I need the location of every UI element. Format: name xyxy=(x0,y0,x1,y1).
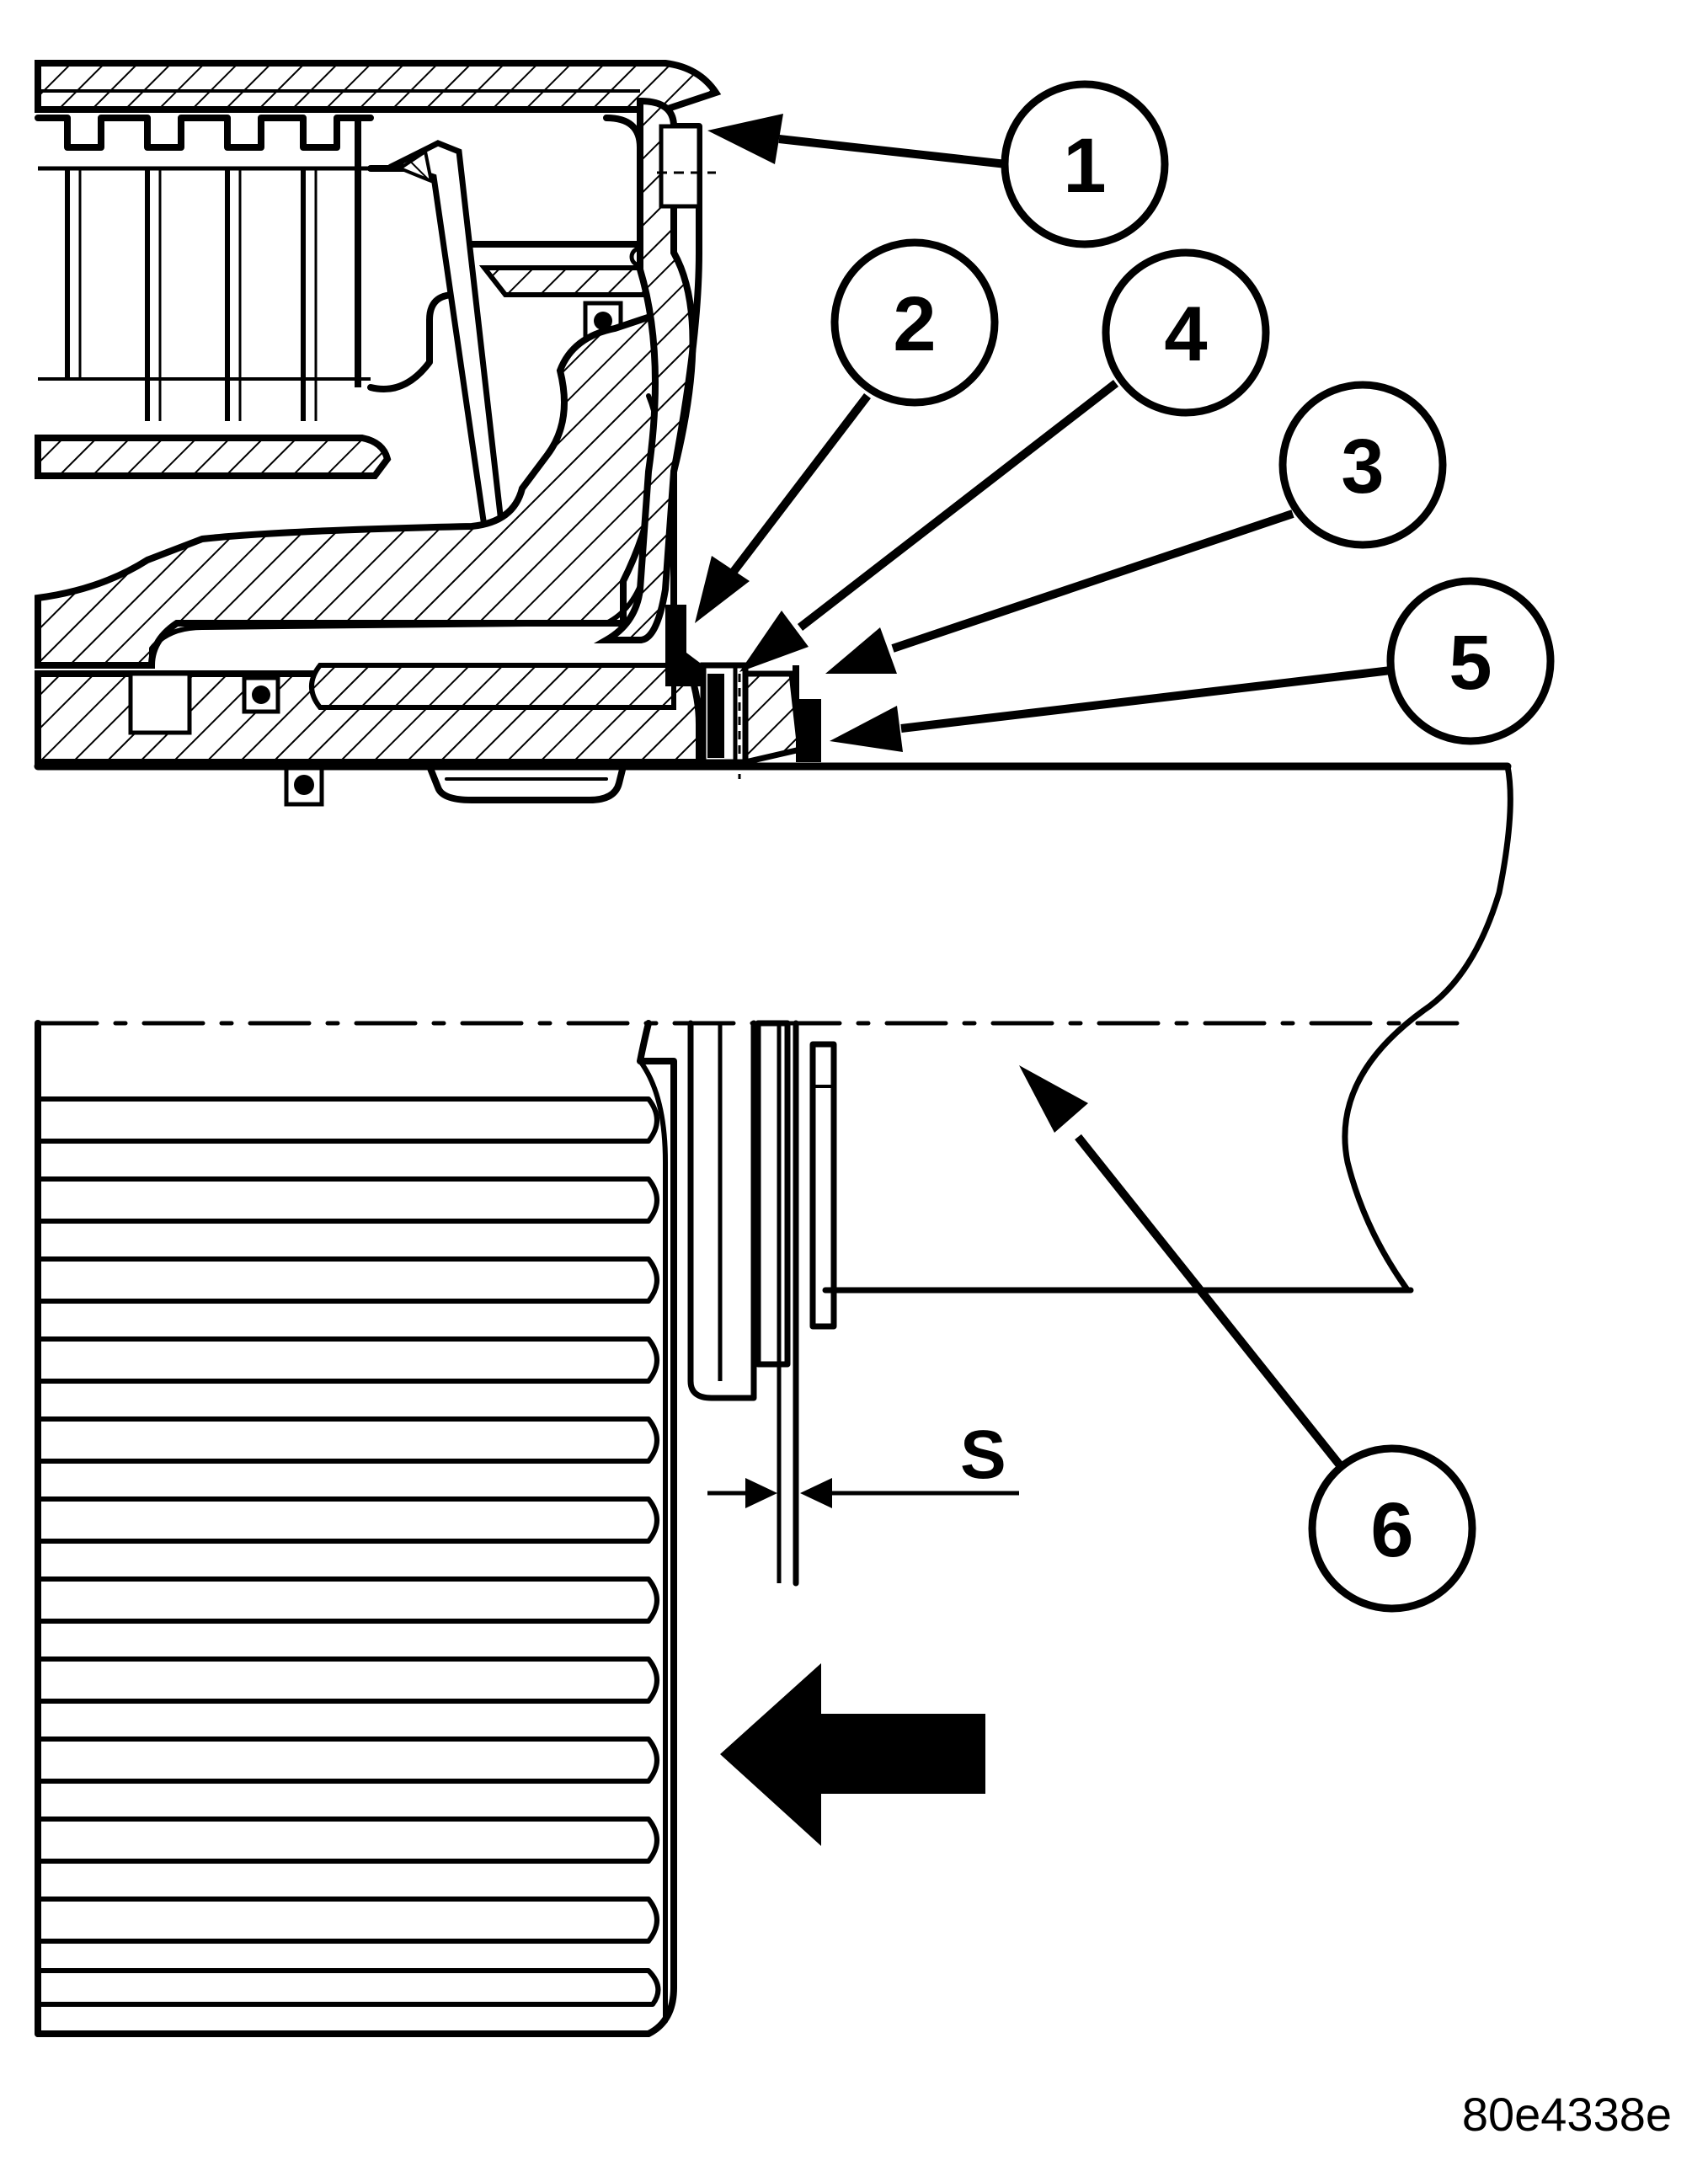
callout-4: 4 xyxy=(1102,248,1270,417)
callout-label: 6 xyxy=(1370,1487,1413,1573)
clutch-plate-stack xyxy=(35,115,374,421)
shaft xyxy=(34,762,1513,1294)
inner-hub xyxy=(35,435,392,479)
leader-arrows xyxy=(695,114,1399,1473)
callout-label: 4 xyxy=(1164,291,1207,377)
retainer-strip xyxy=(478,265,651,297)
o-ring-sleeve xyxy=(242,675,280,714)
callout-3: 3 xyxy=(1278,381,1447,549)
callout-label: 1 xyxy=(1063,123,1106,209)
callout-label: 2 xyxy=(893,281,936,367)
upper-assembly xyxy=(35,60,821,807)
callout-2: 2 xyxy=(830,238,999,407)
drum-grooves xyxy=(35,1096,661,2007)
figure-reference-code: 80e4338e xyxy=(1462,2088,1672,2141)
callout-label: 5 xyxy=(1449,620,1492,706)
lever-spring xyxy=(387,140,504,531)
lower-plates xyxy=(687,1020,837,1587)
part-3 xyxy=(742,670,803,766)
dimension-label-s: S xyxy=(960,1416,1006,1493)
part-5 xyxy=(796,699,821,762)
housing-top-band xyxy=(35,60,722,113)
clutch-drum xyxy=(35,1020,677,2037)
callout-1: 1 xyxy=(1001,80,1169,248)
seal-2 xyxy=(665,605,703,686)
o-ring-lower xyxy=(284,764,324,807)
direction-arrow xyxy=(720,1663,985,1846)
callout-label: 3 xyxy=(1341,424,1384,509)
callout-5: 5 xyxy=(1386,577,1555,745)
callout-6: 6 xyxy=(1308,1444,1476,1613)
dimension-s: S xyxy=(707,1416,1019,1508)
